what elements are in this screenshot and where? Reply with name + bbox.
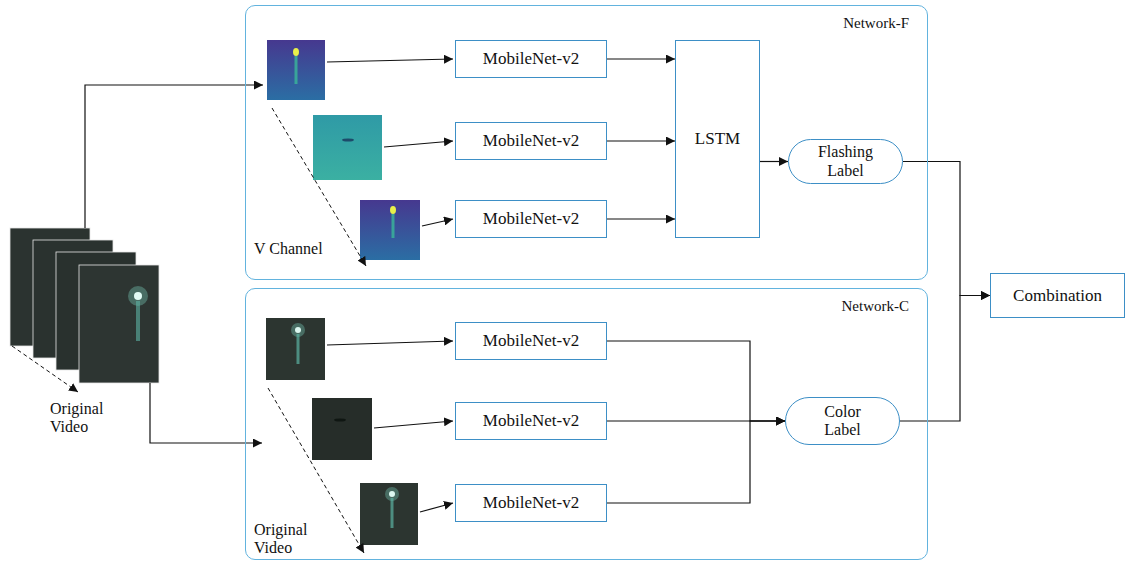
- node-label: Combination: [1013, 286, 1102, 306]
- frame-arrow: [422, 219, 453, 226]
- navigation-light: [295, 327, 301, 333]
- frame-arrow: [384, 141, 453, 147]
- node-label: LSTM: [695, 129, 740, 149]
- process-box: MobileNet-v2: [455, 200, 607, 238]
- panel-title: Network-F: [246, 15, 909, 32]
- light-reflection: [136, 301, 140, 341]
- v-channel-frame: [267, 40, 325, 100]
- connector-arrow: [607, 341, 785, 421]
- node-label: MobileNet-v2: [483, 411, 579, 431]
- light-reflection: [391, 498, 394, 528]
- connector-arrow: [900, 296, 990, 422]
- input-arrow: [85, 85, 263, 228]
- node-label: MobileNet-v2: [483, 331, 579, 351]
- original-frame: [266, 318, 325, 380]
- node-label: MobileNet-v2: [483, 131, 579, 151]
- annotation-label: Original Video: [254, 521, 320, 557]
- frame-image: [266, 318, 325, 380]
- connector-arrow: [760, 161, 788, 162]
- frame-arrow: [420, 503, 453, 512]
- ship-shape: [334, 418, 346, 421]
- light-reflection: [392, 214, 395, 238]
- process-box: MobileNet-v2: [455, 402, 607, 440]
- frame-arrow: [327, 341, 453, 345]
- ship-shape: [342, 138, 354, 141]
- node-label: MobileNet-v2: [483, 493, 579, 513]
- original-frame: [360, 483, 418, 545]
- network-panel: Network-FMobileNet-v2MobileNet-v2MobileN…: [245, 5, 928, 280]
- v-channel-frame: [313, 115, 382, 180]
- frame-arrow: [327, 59, 453, 62]
- connector-arrow: [607, 140, 675, 141]
- light-reflection: [295, 56, 298, 84]
- panel-title: Network-C: [246, 298, 909, 315]
- node-label: Color Label: [806, 403, 880, 440]
- node-label: Flashing Label: [809, 143, 883, 180]
- connector-arrow: [607, 58, 675, 59]
- navigation-light: [390, 206, 396, 214]
- connector-arrow: [607, 218, 675, 219]
- output-pill: Color Label: [785, 397, 900, 445]
- process-box: MobileNet-v2: [455, 40, 607, 78]
- frame-image: [313, 115, 382, 180]
- time-axis-arrow: [12, 346, 78, 392]
- process-box: MobileNet-v2: [455, 484, 607, 522]
- output-pill: Flashing Label: [788, 139, 903, 184]
- connector-arrow: [903, 162, 990, 296]
- annotation-label: V Channel: [254, 240, 323, 258]
- node-label: MobileNet-v2: [483, 49, 579, 69]
- frame-arrow: [374, 421, 453, 428]
- frame-image: [360, 483, 418, 545]
- node-label: MobileNet-v2: [483, 209, 579, 229]
- video-frame: [79, 265, 159, 383]
- frame-image: [267, 40, 325, 100]
- lstm-box: LSTM: [675, 40, 760, 238]
- v-channel-frame: [360, 200, 420, 260]
- process-box: Combination: [990, 273, 1125, 318]
- frame-image: [360, 200, 420, 260]
- process-box: MobileNet-v2: [455, 122, 607, 160]
- navigation-light: [134, 292, 142, 300]
- light-reflection: [297, 334, 300, 364]
- navigation-light: [293, 48, 299, 56]
- frame-image: [312, 398, 372, 460]
- navigation-light: [389, 491, 395, 497]
- process-box: MobileNet-v2: [455, 322, 607, 360]
- connector-arrow: [607, 421, 785, 503]
- annotation-label: Original Video: [50, 400, 116, 436]
- original-frame: [312, 398, 372, 460]
- network-panel: Network-CMobileNet-v2MobileNet-v2MobileN…: [245, 288, 928, 560]
